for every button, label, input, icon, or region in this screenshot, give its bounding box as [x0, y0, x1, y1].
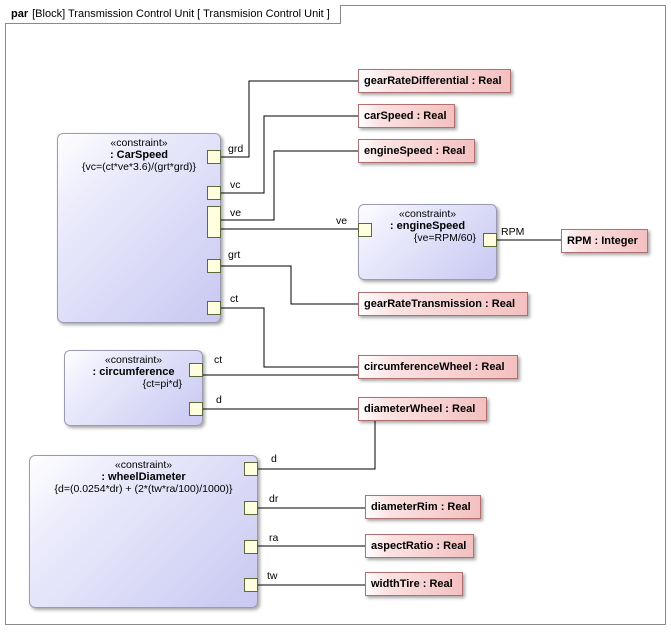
port-label-circ-ct: ct — [214, 354, 223, 366]
port-vc[interactable] — [207, 186, 221, 200]
constraint-stereotype: «constraint» — [398, 208, 457, 220]
block-name: : CarSpeed — [109, 149, 169, 161]
constraint-expression: {vc=(ct*ve*3.6)/(grt*grd)} — [81, 161, 197, 173]
port-label-ct: ct — [230, 293, 239, 305]
port-label-rpm: RPM — [501, 226, 525, 238]
port-grt[interactable] — [207, 259, 221, 273]
port-grd[interactable] — [207, 150, 221, 164]
constraint-expression: {ve=RPM/60} — [413, 232, 476, 244]
value-rpm[interactable]: RPM : Integer — [561, 229, 648, 253]
port-label-ve: ve — [230, 207, 242, 219]
port-label-vc: vc — [230, 179, 241, 191]
port-label-grt: grt — [228, 249, 241, 261]
port-label-engine-ve: ve — [336, 215, 348, 227]
constraint-expression: {d=(0.0254*dr) + (2*(tw*ra/100)/1000)} — [54, 483, 233, 495]
constraint-stereotype: «constraint» — [114, 459, 173, 471]
value-aspect-ratio[interactable]: aspectRatio : Real — [365, 534, 474, 558]
port-label-ra: ra — [269, 532, 279, 544]
port-ve[interactable] — [207, 206, 221, 238]
value-engine-speed[interactable]: engineSpeed : Real — [358, 139, 475, 163]
value-diameter-rim[interactable]: diameterRim : Real — [365, 495, 481, 519]
port-dr[interactable] — [244, 501, 258, 515]
value-circumference-wheel[interactable]: circumferenceWheel : Real — [358, 355, 518, 379]
port-rpm[interactable] — [483, 233, 497, 247]
port-label-dr: dr — [269, 493, 279, 505]
port-ct[interactable] — [207, 301, 221, 315]
value-width-tire[interactable]: widthTire : Real — [365, 572, 463, 596]
port-wheel-d[interactable] — [244, 462, 258, 476]
constraint-stereotype: «constraint» — [104, 354, 163, 366]
wheeldiameter-constraint-block[interactable]: «constraint» : wheelDiameter {d=(0.0254*… — [29, 455, 258, 608]
port-ra[interactable] — [244, 540, 258, 554]
value-car-speed[interactable]: carSpeed : Real — [358, 104, 455, 128]
port-label-tw: tw — [267, 570, 278, 582]
port-label-grd: grd — [228, 143, 244, 155]
port-circ-ct[interactable] — [189, 363, 203, 377]
port-tw[interactable] — [244, 578, 258, 592]
frame-title-tab: par[Block] Transmission Control Unit [ T… — [5, 5, 341, 24]
diagram-title: [Block] Transmission Control Unit [ Tran… — [32, 8, 330, 20]
value-gear-rate-transmission[interactable]: gearRateTransmission : Real — [358, 292, 528, 316]
block-name: : circumference — [92, 366, 175, 378]
block-name: : engineSpeed — [389, 220, 466, 232]
circumference-constraint-block[interactable]: «constraint» : circumference {ct=pi*d} — [64, 350, 203, 426]
port-label-wheel-d: d — [271, 453, 277, 465]
value-gear-rate-differential[interactable]: gearRateDifferential : Real — [358, 69, 511, 93]
enginespeed-constraint-block[interactable]: «constraint» : engineSpeed {ve=RPM/60} — [358, 204, 497, 280]
constraint-expression: {ct=pi*d} — [142, 378, 182, 390]
constraint-stereotype: «constraint» — [110, 137, 168, 149]
port-circ-d[interactable] — [189, 402, 203, 416]
value-diameter-wheel[interactable]: diameterWheel : Real — [358, 397, 487, 421]
diagram-kind-keyword: par — [11, 8, 29, 20]
carspeed-constraint-block[interactable]: «constraint» : CarSpeed {vc=(ct*ve*3.6)/… — [57, 133, 221, 323]
port-engine-ve[interactable] — [358, 223, 372, 237]
port-label-circ-d: d — [216, 394, 222, 406]
block-name: : wheelDiameter — [101, 471, 186, 483]
